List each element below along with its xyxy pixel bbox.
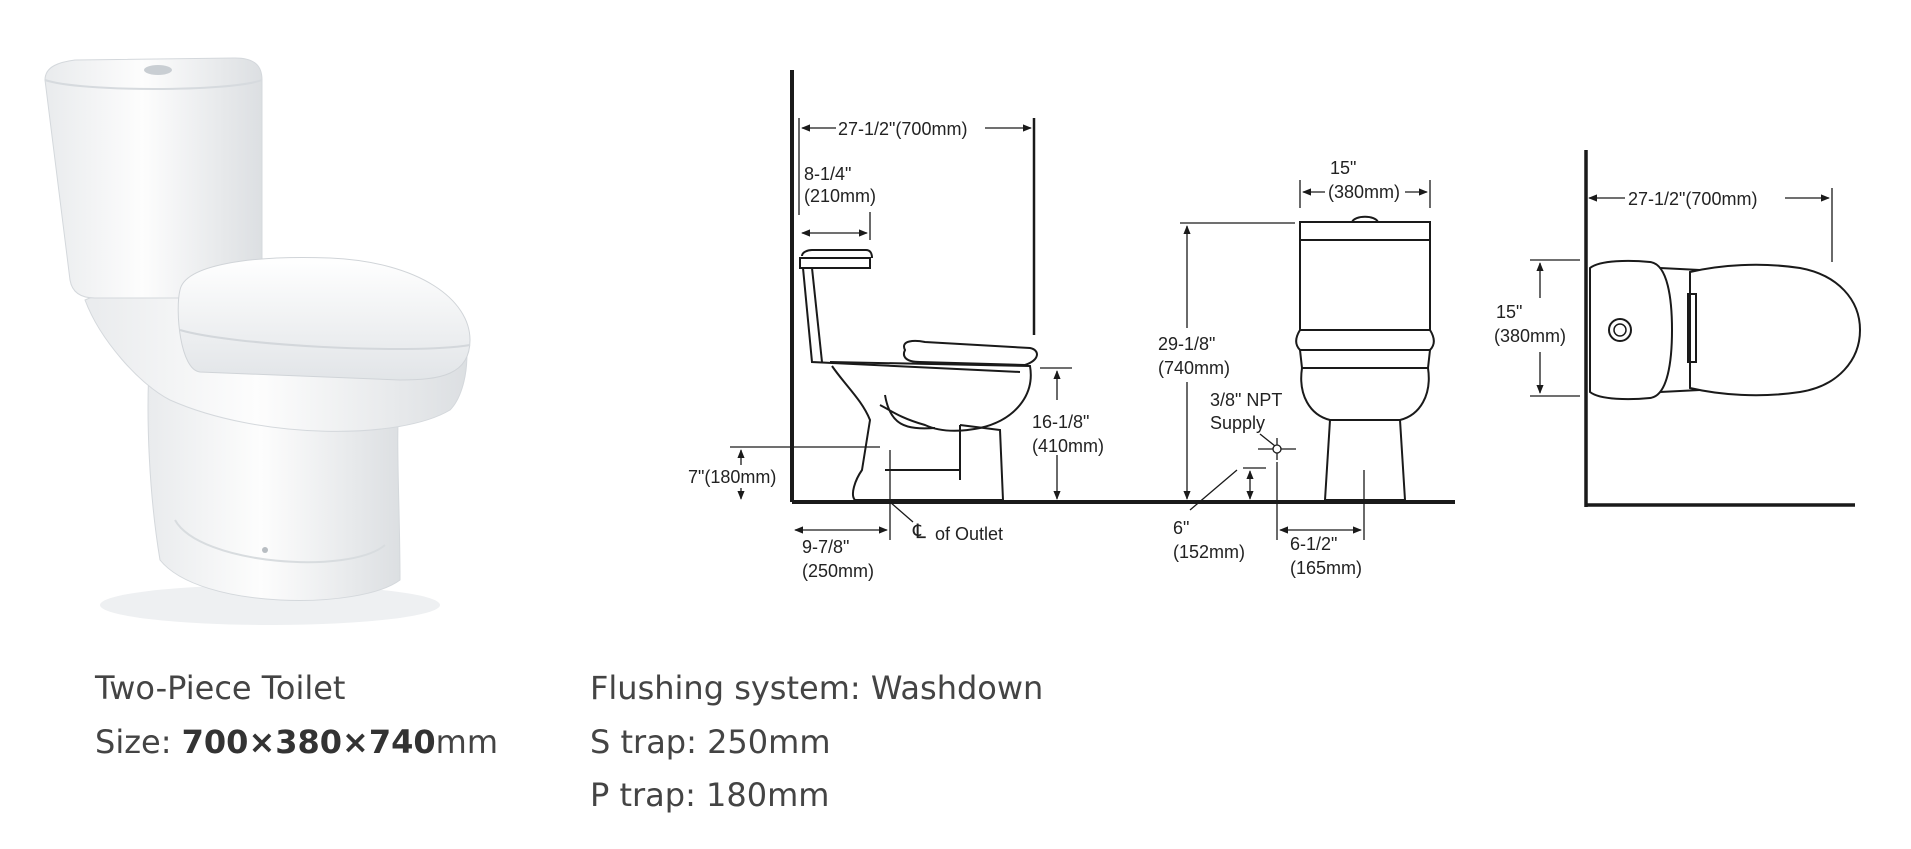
flushing-system: Flushing system: Washdown [590, 669, 1044, 707]
tank-depth-inch: 8-1/4" [804, 164, 851, 184]
top-width-mm: (380mm) [1494, 326, 1566, 346]
side-view: 27-1/2"(700mm) 8-1/4" (210mm) 16-1/8" (4… [688, 70, 1455, 581]
front-width-mm: (380mm) [1328, 182, 1400, 202]
supply-label-2: Supply [1210, 413, 1265, 433]
top-width-inch: 15" [1496, 302, 1522, 322]
toilet-product-image [44, 57, 471, 625]
product-size: Size: 700×380×740mm [95, 726, 498, 758]
tank-depth-mm: (210mm) [804, 186, 876, 206]
supply-label-1: 3/8" NPT [1210, 390, 1282, 410]
top-view: 27-1/2"(700mm) 15" (380mm) [1494, 150, 1862, 507]
toilet-front-outline [1295, 215, 1435, 501]
size-label: Size: [95, 723, 172, 761]
seat-height-mm: (410mm) [1032, 436, 1104, 456]
supply-offset-inch: 6-1/2" [1290, 534, 1337, 554]
size-unit: mm [435, 723, 498, 761]
centerline-symbol: ℄ [912, 521, 926, 543]
front-view: 15" (380mm) 29-1/8" (740mm) 3/8" NPT Sup… [1158, 158, 1435, 578]
toilet-top-outline [1589, 259, 1862, 401]
s-trap-spec: S trap: 250mm [590, 723, 831, 761]
front-width-inch: 15" [1330, 158, 1356, 178]
seat-height-inch: 16-1/8" [1032, 412, 1089, 432]
supply-height-inch: 6" [1173, 518, 1189, 538]
p-trap-height-label: 7"(180mm) [688, 467, 776, 487]
toilet-side-outline [799, 249, 1038, 501]
product-name: Two-Piece Toilet [95, 669, 346, 707]
p-trap-spec: P trap: 180mm [590, 776, 830, 814]
top-depth-label: 27-1/2"(700mm) [1628, 189, 1757, 209]
size-value: 700×380×740 [181, 723, 436, 761]
front-height-mm: (740mm) [1158, 358, 1230, 378]
supply-offset-mm: (165mm) [1290, 558, 1362, 578]
supply-height-mm: (152mm) [1173, 542, 1245, 562]
s-trap-inch: 9-7/8" [802, 537, 849, 557]
front-height-inch: 29-1/8" [1158, 334, 1215, 354]
outlet-label: of Outlet [935, 524, 1003, 544]
s-trap-mm: (250mm) [802, 561, 874, 581]
side-depth-label: 27-1/2"(700mm) [838, 119, 967, 139]
